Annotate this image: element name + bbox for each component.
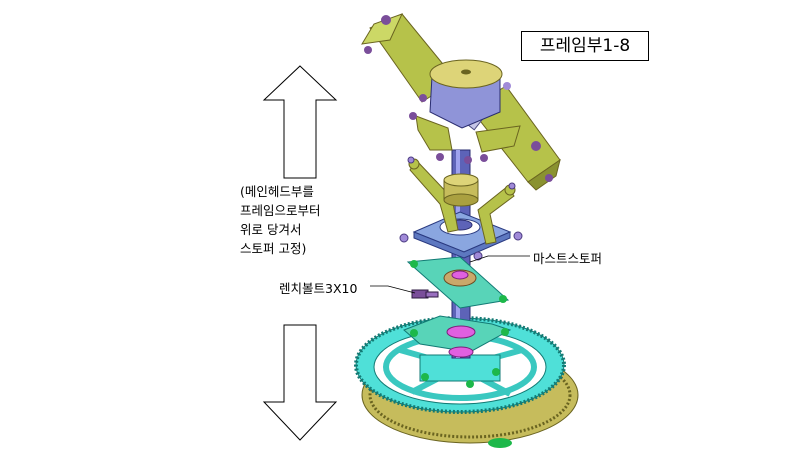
main-gear	[354, 316, 579, 448]
arrow-up-icon	[262, 65, 338, 179]
page-title: 프레임부1-8	[521, 31, 649, 61]
instruction-line: (메인헤드부를	[240, 184, 314, 199]
instruction-line: 위로 당겨서	[240, 222, 302, 237]
instruction-line: 프레임으로부터	[240, 203, 321, 218]
frame-bearing-block	[403, 315, 512, 353]
arrow-down-icon	[262, 324, 338, 441]
instruction-line: 스토퍼 고정)	[240, 241, 307, 256]
rotor-head	[361, 13, 561, 191]
wrench-bolt-leader	[370, 285, 416, 294]
instruction-text: (메인헤드부를 프레임으로부터 위로 당겨서 스토퍼 고정)	[240, 182, 370, 258]
mast-stopper-label: 마스트스토퍼	[533, 251, 603, 266]
mast-stopper-plate	[406, 256, 510, 309]
wrench-bolt	[411, 289, 439, 299]
swashplate	[399, 211, 523, 261]
washout-base	[443, 173, 479, 207]
mast-stopper-leader	[469, 255, 530, 263]
wrench-bolt-label: 렌치볼트3X10	[279, 281, 358, 296]
mixing-arms	[407, 156, 516, 245]
